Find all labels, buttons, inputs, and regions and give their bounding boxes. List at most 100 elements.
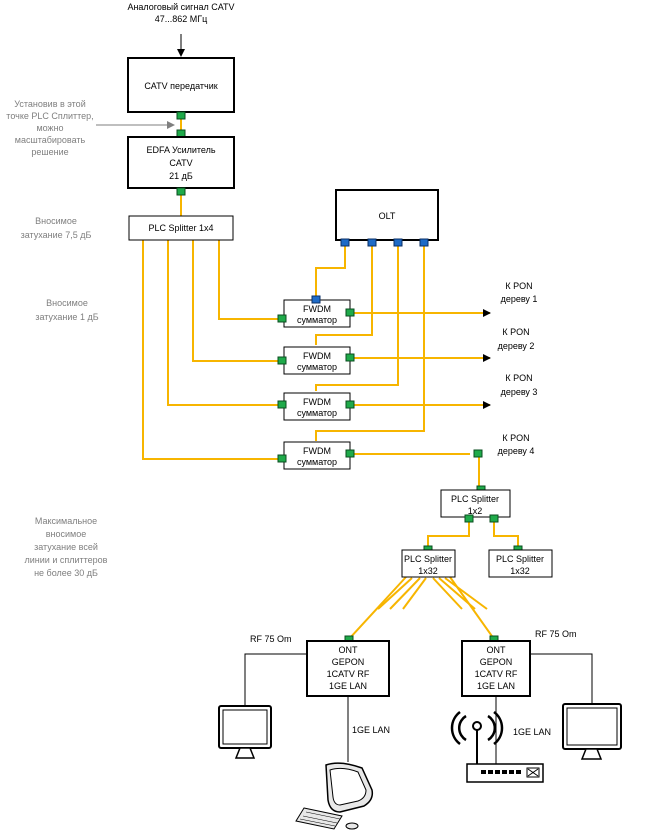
note-expand-line3: можно	[36, 123, 63, 133]
port-icon	[311, 295, 321, 304]
plc-splitter-1x32-right-line1: PLC Splitter	[496, 554, 544, 564]
pon-tree-3-line1: К PON	[505, 373, 532, 383]
port-icon	[277, 400, 287, 409]
plc-splitter-1x2: PLC Splitter 1x2	[440, 485, 511, 523]
note-loss-max-line3: затухание всей	[34, 542, 98, 552]
port-icon	[176, 187, 186, 196]
plc-splitter-1x4: PLC Splitter 1x4	[128, 215, 234, 241]
port-icon	[340, 238, 350, 247]
note-loss-max-line1: Максимальное	[35, 516, 97, 526]
source-signal: Аналоговый сигнал CATV 47...862 МГц	[127, 2, 235, 57]
catv-transmitter: CATV передатчик	[127, 57, 235, 120]
port-icon	[393, 238, 403, 247]
fwdm-combiner-3: FWDM сумматор	[277, 392, 355, 421]
pon-tree-1-line2: дереву 1	[501, 294, 538, 304]
note-loss-splitter-line1: Вносимое	[35, 216, 77, 226]
port-icon	[277, 356, 287, 365]
port-icon	[176, 111, 186, 120]
pon-tree-arrows	[456, 309, 491, 409]
ont-right: ONT GEPON 1CATV RF 1GE LAN RF 75 Om 1GE …	[461, 629, 593, 764]
source-line2: 47...862 МГц	[155, 14, 208, 24]
pon-tree-2-line1: К PON	[502, 327, 529, 337]
note-loss-fwdm: Вносимое затухание 1 дБ	[35, 298, 98, 322]
fwdm-label: FWDM	[303, 351, 331, 361]
port-icon	[367, 238, 377, 247]
ont-right-line3: 1CATV RF	[475, 669, 518, 679]
plc-splitter-1x32-right: PLC Splitter 1x32	[488, 545, 553, 578]
note-loss-splitter: Вносимое затухание 7,5 дБ	[21, 216, 92, 240]
ont-left-rf-label: RF 75 Om	[250, 634, 292, 644]
ont-left-line2: GEPON	[332, 657, 365, 667]
port-icon	[473, 449, 483, 458]
port-icon	[419, 238, 429, 247]
pon-tree-4-line2: дереву 4	[498, 446, 535, 456]
port-icon	[176, 129, 186, 138]
port-icon	[345, 400, 355, 409]
pon-tree-2-line2: дереву 2	[498, 341, 535, 351]
pon-tree-1-line1: К PON	[505, 281, 532, 291]
fwdm-sublabel: сумматор	[297, 362, 337, 372]
note-loss-fwdm-line1: Вносимое	[46, 298, 88, 308]
fwdm-combiner-4: FWDM сумматор	[277, 441, 355, 470]
ont-left-line1: ONT	[339, 645, 359, 655]
port-icon	[345, 353, 355, 362]
fwdm-sublabel: сумматор	[297, 408, 337, 418]
ont-right-lan-label: 1GE LAN	[513, 727, 551, 737]
computer-icon	[295, 762, 374, 830]
fiber-lines	[142, 116, 519, 640]
note-loss-splitter-line2: затухание 7,5 дБ	[21, 230, 92, 240]
note-loss-max-line5: не более 30 дБ	[34, 568, 98, 578]
fwdm-combiner-1: FWDM сумматор	[277, 295, 355, 328]
note-loss-max: Максимальное вносимое затухание всей лин…	[25, 516, 108, 578]
plc-splitter-1x32-left: PLC Splitter 1x32	[401, 545, 456, 578]
ont-right-line4: 1GE LAN	[477, 681, 515, 691]
catv-transmitter-label: CATV передатчик	[144, 81, 217, 91]
fwdm-label: FWDM	[303, 446, 331, 456]
port-icon	[464, 514, 474, 523]
ont-right-line2: GEPON	[480, 657, 513, 667]
ont-left-line4: 1GE LAN	[329, 681, 367, 691]
plc-splitter-1x32-left-line1: PLC Splitter	[404, 554, 452, 564]
edfa-line2: CATV	[169, 158, 192, 168]
olt-label: OLT	[379, 211, 396, 221]
edfa-line3: 21 дБ	[169, 171, 193, 181]
note-expand-line1: Установив в этой	[14, 99, 85, 109]
ont-left-lan-label: 1GE LAN	[352, 725, 390, 735]
edfa-amplifier: EDFA Усилитель CATV 21 дБ	[127, 129, 235, 196]
source-line1: Аналоговый сигнал CATV	[127, 2, 234, 12]
port-icon	[277, 454, 287, 463]
fwdm-label: FWDM	[303, 397, 331, 407]
note-loss-max-line4: линии и сплиттеров	[25, 555, 108, 565]
ont-right-rf-label: RF 75 Om	[535, 629, 577, 639]
pon-tree-3-line2: дереву 3	[501, 387, 538, 397]
port-icon	[345, 449, 355, 458]
note-loss-max-line2: вносимое	[46, 529, 86, 539]
fwdm-combiner-2: FWDM сумматор	[277, 346, 355, 375]
monitor-icon	[218, 705, 272, 759]
plc-splitter-1x32-right-line2: 1x32	[510, 566, 530, 576]
plc-splitter-1x2-line2: 1x2	[468, 506, 483, 516]
fwdm-sublabel: сумматор	[297, 315, 337, 325]
pon-tree-4-line1: К PON	[502, 433, 529, 443]
note-loss-fwdm-line2: затухание 1 дБ	[35, 312, 98, 322]
port-icon	[345, 308, 355, 317]
olt: OLT	[335, 189, 439, 247]
ont-left: ONT GEPON 1CATV RF 1GE LAN RF 75 Om 1GE …	[244, 634, 390, 762]
note-expand-line4: масштабировать	[15, 135, 86, 145]
note-expand-line2: точке PLC Сплиттер,	[6, 111, 93, 121]
fwdm-label: FWDM	[303, 304, 331, 314]
ont-left-line3: 1CATV RF	[327, 669, 370, 679]
note-expand-line5: решение	[31, 147, 68, 157]
wifi-router-icon	[450, 711, 544, 783]
ont-right-line1: ONT	[487, 645, 507, 655]
pon-tree-labels: К PON дереву 1 К PON дереву 2 К PON дере…	[473, 281, 538, 458]
fwdm-sublabel: сумматор	[297, 457, 337, 467]
monitor-icon	[562, 703, 622, 760]
note-expand: Установив в этой точке PLC Сплиттер, мож…	[6, 99, 175, 157]
plc-splitter-1x32-left-line2: 1x32	[418, 566, 438, 576]
port-icon	[277, 314, 287, 323]
plc-splitter-1x2-line1: PLC Splitter	[451, 494, 499, 504]
port-icon	[489, 514, 499, 523]
plc-splitter-1x4-label: PLC Splitter 1x4	[148, 223, 213, 233]
